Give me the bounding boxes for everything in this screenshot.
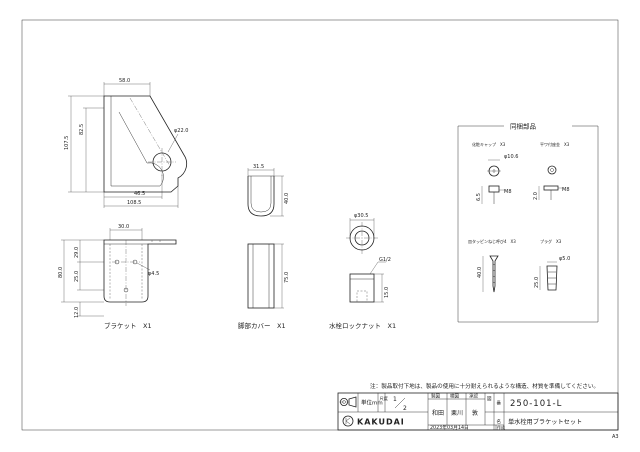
created-date-suffix: 作成 [497,424,505,430]
dim-bracket-height-total: 107.5 [64,136,70,150]
dim-cap-thread: M8 [504,189,512,195]
dim-bracket-front-width: 30.0 [118,224,129,230]
hdr-approve: 承認 [469,393,478,400]
signature-drafter: 和田 [432,409,444,417]
scale-denominator: 2 [403,405,407,412]
dim-nut-outer-dia: φ30.5 [354,213,368,219]
part-number: 250-101-L [510,399,562,409]
dim-cover-length: 75.0 [284,272,290,283]
scale-numerator: 1 [393,396,397,403]
caption-bracket: ブラケット X1 [104,321,152,330]
hdr-name: 名 [497,418,502,425]
caption-nut: 水栓ロックナット X1 [329,321,396,330]
label-plug: プラグ X3 [540,238,562,244]
projection-symbol-icon [339,396,357,408]
washer-side-view [543,185,559,191]
screw-drawing [489,255,499,293]
dim-bracket-overall-width: 108.5 [127,200,141,206]
dim-bracket-height-inner: 82.5 [79,124,85,135]
sheet-size-label: A3 [612,434,619,440]
dim-screw-length: 40.0 [477,267,483,278]
dim-bracket-top-width: 58.0 [119,78,130,84]
plug-drawing [546,265,558,291]
leg-cover-side-outline [247,243,275,309]
logo-text: KAKUDAI [357,418,405,427]
dim-bracket-bottom-thk: 12.0 [74,307,80,318]
dim-washer-thk: 2.0 [533,192,539,200]
label-screw: 皿タッピンねじ呼び4 X3 [468,238,516,244]
created-date: 2023年03月14日 [430,424,469,431]
leg-cover-view: 31.5 40.0 75.0 [247,164,290,309]
dim-cap-dia: φ10.6 [504,154,518,160]
dim-plug-length: 25.0 [534,277,540,288]
scale-label: 尺度 [380,395,389,402]
bracket-side-view: 58.0 107.5 82.5 φ22.0 46.5 108.5 [64,78,188,208]
cap-side-view [488,185,500,193]
sheet-border [21,19,619,431]
dim-bracket-bottom-offset: 46.5 [134,191,145,197]
signature-approver: 敦 [472,409,478,417]
bracket-front-view: 30.0 80.0 25.0 29.0 12.0 φ4.5 [58,224,177,318]
title-block: 単位mm 尺度 1 2 製図 検図 承認 図 番 名 和田 栗川 敦 250-1… [337,393,619,431]
accessories-title: 同梱部品 [510,122,536,131]
product-name: 単水栓用ブラケットセット [508,418,582,426]
dim-bracket-small-hole: φ4.5 [148,271,159,277]
leg-cover-top-outline [247,176,275,217]
lock-nut-side-outline [349,273,375,303]
installation-note: 注：製品取付下地は、製品の使用に十分耐えられるような構造、材質を準備してください… [370,382,599,390]
accessories-box: 同梱部品 化粧キャップ X3 φ10.6 M8 6.5 平ワ付座金 X3 M8 … [457,122,599,323]
dim-bracket-hole-dia: φ22.0 [174,128,188,134]
dim-cover-top-dia: 31.5 [253,164,264,170]
bracket-front-outline [103,239,177,303]
caption-cover: 脚部カバー X1 [238,321,286,330]
dim-nut-thread: G1/2 [379,257,391,263]
signature-checker: 栗川 [451,410,463,417]
dim-nut-height: 15.0 [384,287,390,298]
dim-plug-dia: φ5.0 [559,256,570,262]
hdr-number: 番 [497,400,502,407]
bracket-side-outline [103,95,188,193]
dim-cap-height: 6.5 [476,193,482,201]
accessories-frame [457,125,599,323]
bracket-side-axis [129,97,171,167]
dim-washer-thread: M8 [562,187,570,193]
dim-bracket-front-lower: 29.0 [74,247,80,258]
kakudai-logo: KAKUDAI [342,415,405,427]
hdr-make: 製図 [431,393,440,400]
bracket-side-inner [110,96,164,187]
label-washer: 平ワ付座金 X3 [540,141,570,147]
dim-bracket-hole-pitch: 25.0 [74,271,80,282]
label-cap: 化粧キャップ X3 [472,141,506,147]
lock-nut-view: φ30.5 G1/2 15.0 [346,213,391,303]
washer-top-view [547,165,557,175]
hdr-check: 検図 [450,393,459,400]
unit-label: 単位mm [361,399,383,407]
hdr-draw: 図 [487,396,492,402]
dim-cover-top-height: 40.0 [284,193,290,204]
dim-bracket-front-height: 80.0 [58,267,64,278]
